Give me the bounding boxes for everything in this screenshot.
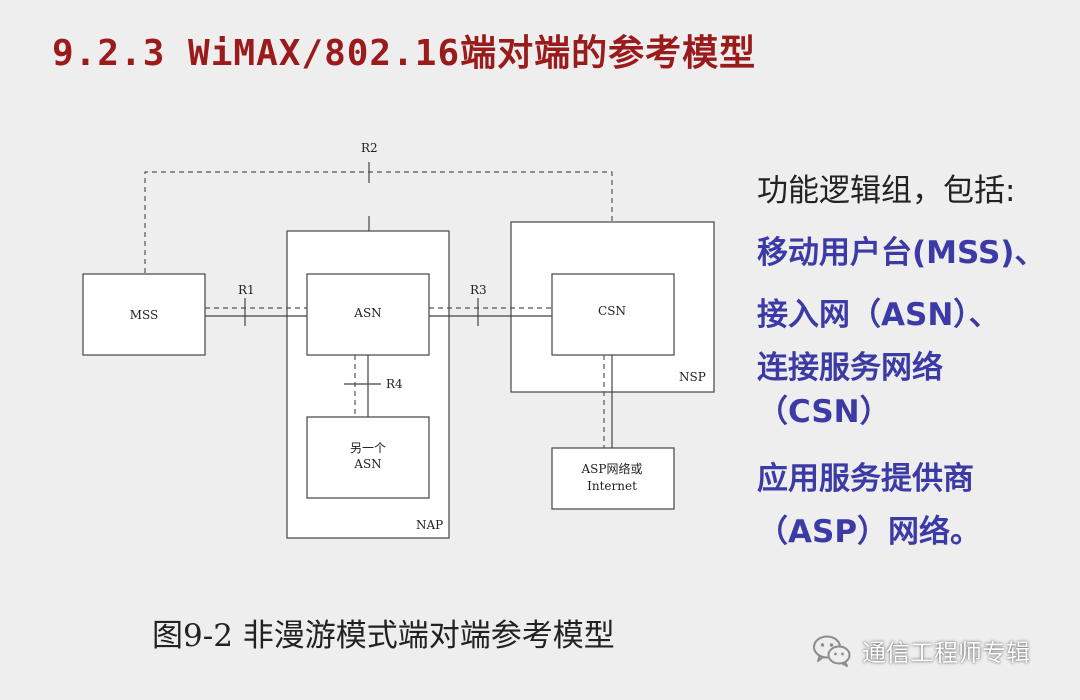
mss-label: MSS — [130, 308, 159, 322]
nap-label: NAP — [416, 518, 443, 532]
asn-label: ASN — [353, 306, 381, 320]
nsp-label: NSP — [679, 370, 706, 384]
internet-label-line2: Internet — [587, 479, 637, 493]
list-item-asp-line2: （ASP）网络。 — [757, 514, 982, 550]
mss-box — [82, 273, 206, 356]
list-item-asp-line1: 应用服务提供商 — [757, 461, 974, 497]
internet-label-line1: ASP网络或 — [581, 461, 643, 476]
r1-label: R1 — [238, 283, 255, 297]
r2-label: R2 — [361, 141, 378, 155]
asn-box — [306, 273, 430, 356]
internet-box — [551, 447, 675, 510]
watermark: 通信工程师专辑 — [812, 633, 1030, 668]
asn2-label-line1: 另一个 — [350, 441, 386, 455]
r3-label: R3 — [470, 283, 487, 297]
watermark-text: 通信工程师专辑 — [862, 639, 1030, 667]
slide-title: 9.2.3 WiMAX/802.16端对端的参考模型 — [52, 33, 757, 74]
asn2-label-line2: ASN — [353, 457, 381, 471]
csn-label: CSN — [598, 304, 626, 318]
functional-groups-heading: 功能逻辑组，包括: — [757, 173, 1016, 209]
list-item-asn: 接入网（ASN）、 — [757, 297, 1000, 333]
wechat-icon — [813, 635, 851, 667]
r4-label: R4 — [386, 377, 403, 391]
asn2-box — [306, 416, 430, 499]
list-item-csn-line2: （CSN） — [757, 394, 891, 430]
list-item-mss: 移动用户台(MSS)、 — [757, 235, 1046, 271]
functional-groups-list: 功能逻辑组，包括: 移动用户台(MSS)、 接入网（ASN）、 连接服务网络 （… — [757, 160, 1077, 554]
list-item-csn-line1: 连接服务网络 — [757, 350, 943, 386]
csn-box — [551, 273, 675, 356]
r2-path — [144, 171, 613, 273]
figure-caption: 图9-2 非漫游模式端对端参考模型 — [152, 618, 615, 654]
